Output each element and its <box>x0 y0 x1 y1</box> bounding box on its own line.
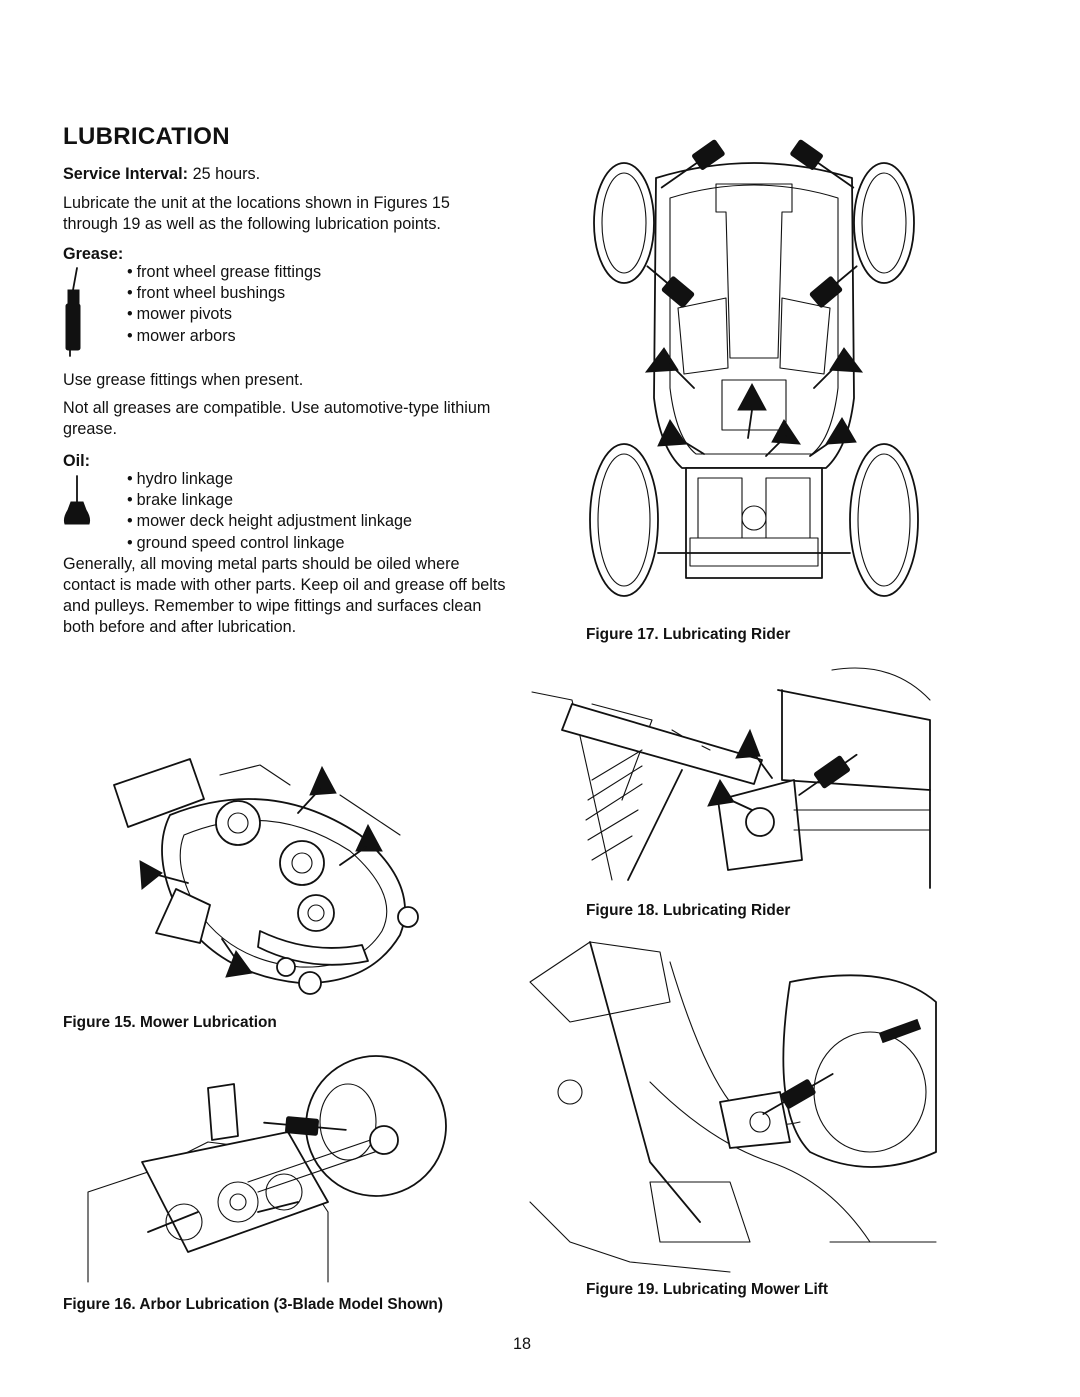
oil-list: hydro linkage brake linkage mower deck h… <box>127 469 412 554</box>
oil-label: Oil: <box>63 452 90 470</box>
list-item: front wheel bushings <box>127 283 321 304</box>
list-item: ground speed control linkage <box>127 533 412 554</box>
list-item: mower arbors <box>127 326 321 347</box>
page-number: 18 <box>513 1335 532 1353</box>
list-item: mower pivots <box>127 304 321 325</box>
figure-16-caption: Figure 16. Arbor Lubrication (3-Blade Mo… <box>63 1296 443 1313</box>
list-item: hydro linkage <box>127 469 412 490</box>
figure-17-caption: Figure 17. Lubricating Rider <box>586 626 791 643</box>
figure-18-illustration <box>531 667 931 889</box>
grease-note-fittings: Use grease fittings when present. <box>63 371 304 389</box>
grease-label: Grease: <box>63 245 124 263</box>
list-item: brake linkage <box>127 490 412 511</box>
page-title: LUBRICATION <box>63 123 230 150</box>
grease-note-compatible: Not all greases are compatible. Use auto… <box>63 399 491 438</box>
oil-can-icon <box>63 475 91 525</box>
list-item: front wheel grease fittings <box>127 262 321 283</box>
grease-gun-icon <box>65 267 81 357</box>
figure-15-illustration <box>113 758 419 995</box>
list-item: mower deck height adjustment linkage <box>127 511 412 532</box>
grease-list: front wheel grease fittings front wheel … <box>127 262 321 347</box>
figure-18-caption: Figure 18. Lubricating Rider <box>586 902 791 919</box>
oil-note: Generally, all moving metal parts should… <box>63 555 506 636</box>
service-interval-value: 25 hours. <box>188 165 261 183</box>
figure-19-caption: Figure 19. Lubricating Mower Lift <box>586 1281 828 1298</box>
figure-15-caption: Figure 15. Mower Lubrication <box>63 1014 277 1031</box>
service-interval: Service Interval: 25 hours. <box>63 164 260 185</box>
figure-16-illustration <box>87 1055 447 1283</box>
figure-19-illustration <box>529 941 937 1273</box>
figure-17-illustration <box>589 139 919 597</box>
service-interval-label: Service Interval: <box>63 165 189 183</box>
intro-paragraph: Lubricate the unit at the locations show… <box>63 194 450 233</box>
